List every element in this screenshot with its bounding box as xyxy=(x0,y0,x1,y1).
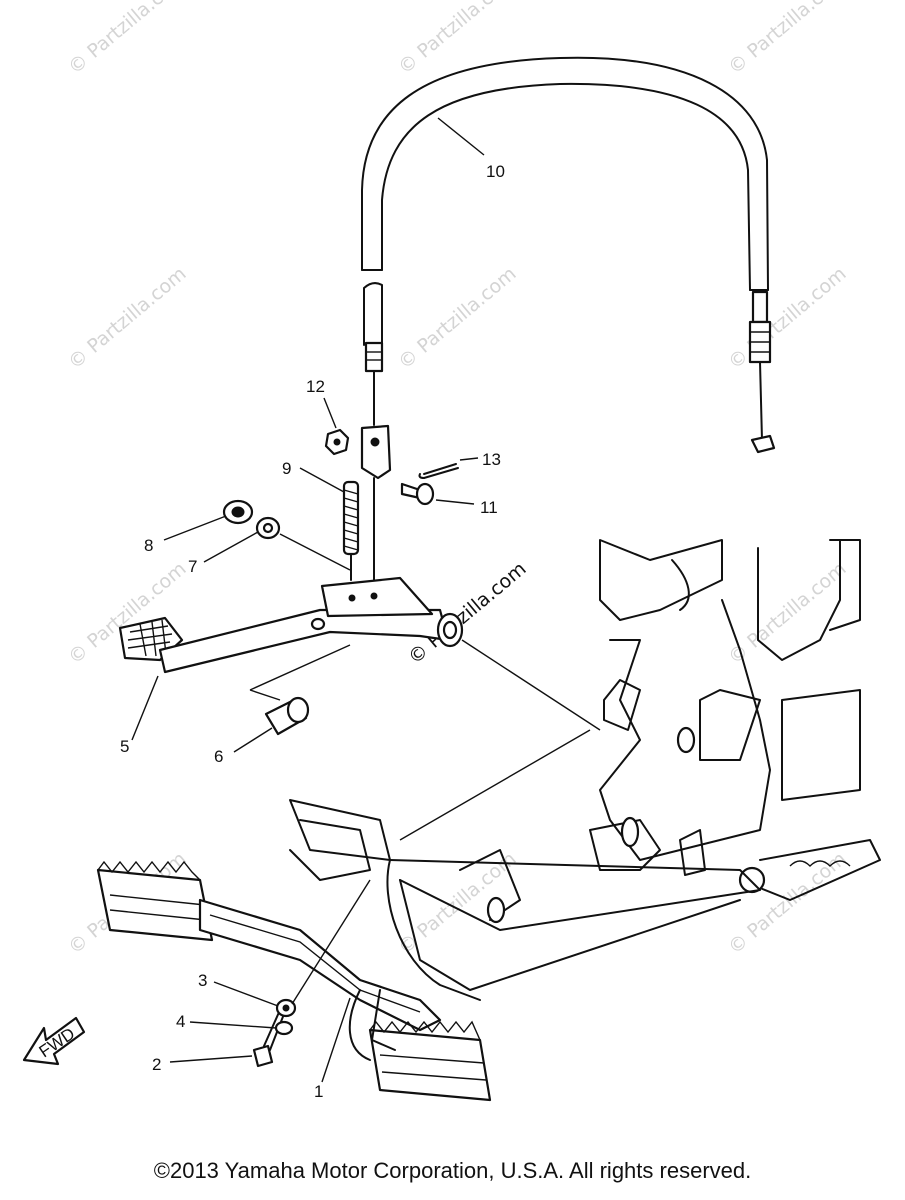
leader-lines xyxy=(131,117,485,1083)
watermark: © Partzilla.com xyxy=(64,0,190,79)
callouts: 10 12 13 9 11 8 7 5 6 3 4 2 1 xyxy=(120,162,505,1101)
nut-8 xyxy=(222,499,254,525)
callout-12: 12 xyxy=(306,377,325,396)
washer-7 xyxy=(255,516,281,540)
callout-5: 5 xyxy=(120,737,129,756)
watermark: © Partzilla.com xyxy=(394,263,520,374)
cable-clevis xyxy=(360,424,392,601)
brake-pedal-5 xyxy=(118,576,464,674)
watermark: © Partzilla.com xyxy=(64,263,190,374)
pin-11 xyxy=(400,482,435,506)
fwd-arrow-icon: FWD xyxy=(22,1016,86,1066)
cotter-pin-13 xyxy=(418,463,459,479)
collar-6 xyxy=(249,644,351,736)
spring-9 xyxy=(342,480,360,581)
leader-washer-7 xyxy=(279,533,351,571)
callout-7: 7 xyxy=(188,557,197,576)
callout-10: 10 xyxy=(486,162,505,181)
pivot-leader xyxy=(461,639,601,731)
pivot-leader xyxy=(399,729,591,841)
watermark: © Partzilla.com xyxy=(724,558,850,669)
copyright-notice: ©2013 Yamaha Motor Corporation, U.S.A. A… xyxy=(153,1158,752,1183)
brake-cable xyxy=(361,56,776,454)
callout-2: 2 xyxy=(152,1055,161,1074)
callout-3: 3 xyxy=(198,971,207,990)
watermarks: © Partzilla.com © Partzilla.com © Partzi… xyxy=(64,0,850,959)
callout-6: 6 xyxy=(214,747,223,766)
footrest-1 xyxy=(96,860,492,1102)
nut-12 xyxy=(324,428,350,456)
bolt-leader xyxy=(291,879,371,1005)
washer-4 xyxy=(274,1020,294,1036)
callout-9: 9 xyxy=(282,459,291,478)
watermark: © Partzilla.com xyxy=(394,0,520,79)
callout-1: 1 xyxy=(314,1082,323,1101)
callout-11: 11 xyxy=(480,498,498,517)
watermark: © Partzilla.com xyxy=(724,0,850,79)
callout-4: 4 xyxy=(176,1012,185,1031)
nut-3 xyxy=(275,998,297,1018)
bolt-2 xyxy=(252,1009,285,1068)
frame xyxy=(289,539,881,1001)
watermark: © Partzilla.com xyxy=(724,263,850,374)
callout-8: 8 xyxy=(144,536,153,555)
callout-13: 13 xyxy=(482,450,501,469)
